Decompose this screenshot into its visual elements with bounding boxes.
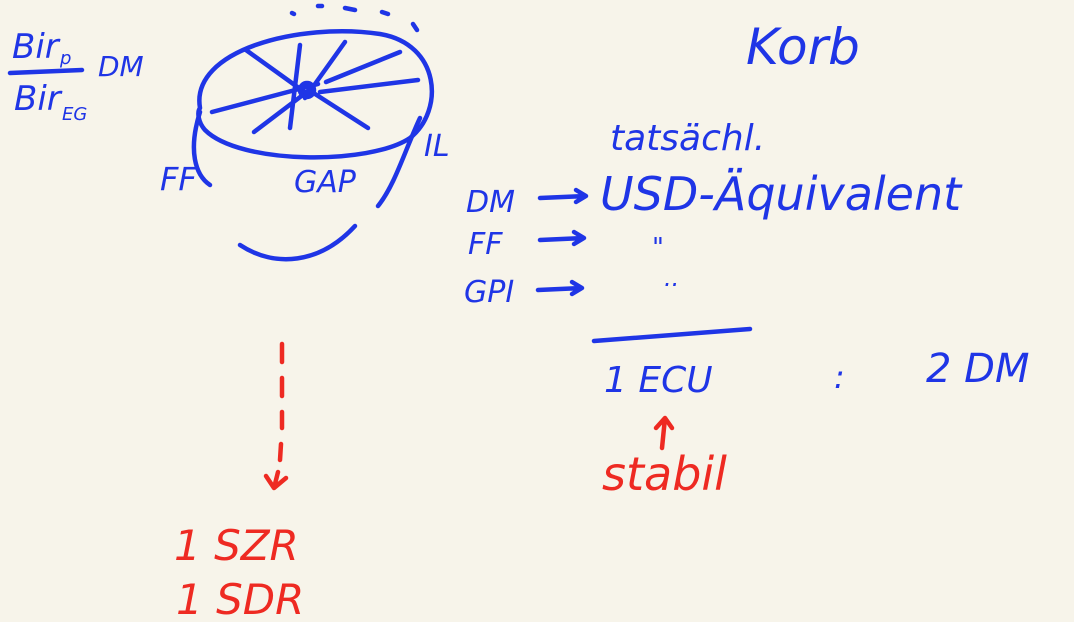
drum-rim-dots [289, 3, 420, 33]
sum-line [591, 326, 753, 344]
stabil-note: stabil [602, 447, 727, 501]
drum-center-label: GAP [294, 165, 357, 200]
row-3-left: GPI [464, 275, 514, 310]
fraction-bar [7, 67, 85, 76]
fraction-numerator-subscript: p [59, 48, 71, 69]
drum-spokes [209, 39, 421, 135]
drum-left-label: FF [160, 160, 197, 198]
drum-hub [297, 80, 317, 100]
ratio-colon: : [834, 358, 845, 396]
row-2-left: FF [468, 227, 503, 262]
row-1-right: USD-Äquivalent [600, 167, 963, 221]
sdr-line-2: 1 SDR [176, 575, 304, 622]
sdr-line-1: 1 SZR [174, 521, 299, 570]
fraction-denominator: Bir [14, 79, 63, 119]
drum-right-wall [375, 115, 423, 209]
fraction-suffix: DM [98, 50, 144, 83]
result-ecu: 1 ECU [604, 360, 713, 401]
row-2-right: " [652, 233, 664, 263]
fraction-numerator: Bir [12, 27, 61, 67]
row-2-arrow [537, 229, 587, 247]
drum-right-label: IL [424, 129, 450, 164]
korb-title: Korb [746, 18, 860, 76]
drum-left-wall [191, 109, 213, 188]
fraction-denominator-subscript: EG [62, 104, 87, 125]
drum-sketch: FF GAP IL [160, 3, 450, 262]
drum-top-ellipse [196, 29, 435, 160]
row-3-arrow [535, 279, 585, 297]
ratio-value: 2 DM [926, 346, 1029, 392]
dashed-down-arrow [272, 341, 285, 487]
korb-heading: tatsächl. [610, 118, 765, 159]
drum-bottom-arc [237, 223, 358, 262]
row-1-left: DM [466, 185, 515, 220]
row-1-arrow [537, 187, 589, 205]
row-3-right: .. [664, 264, 679, 292]
dashed-arrow-head [263, 473, 289, 491]
stabil-arrow [653, 415, 675, 451]
